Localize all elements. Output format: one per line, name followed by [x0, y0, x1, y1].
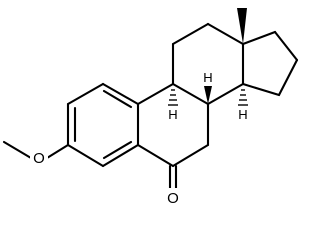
h-c14-label: H: [238, 107, 247, 122]
ring-d: [241, 30, 299, 97]
ring-b: [136, 82, 210, 168]
ring-a-aromatic: [66, 82, 140, 168]
ring-c: [171, 22, 245, 106]
h-c8-label: H: [203, 70, 212, 85]
ketone-double-bond: [168, 164, 178, 193]
structure-svg: O O H H H: [2, 8, 299, 207]
ketone-oxygen-label: O: [167, 190, 179, 207]
h-c8-wedge-bond: H: [203, 70, 213, 104]
methyl-wedge-bond: [237, 8, 247, 44]
molecule-diagram: O O H H H: [2, 8, 299, 207]
h-c9-label: H: [168, 107, 177, 122]
ketone-oxygen: O: [164, 188, 182, 207]
methoxy-group: O: [2, 140, 70, 167]
h-c14-hashed-bond: H: [238, 89, 248, 122]
h-c9-hashed-bond: H: [168, 89, 178, 122]
methoxy-oxygen-label: O: [33, 150, 45, 167]
